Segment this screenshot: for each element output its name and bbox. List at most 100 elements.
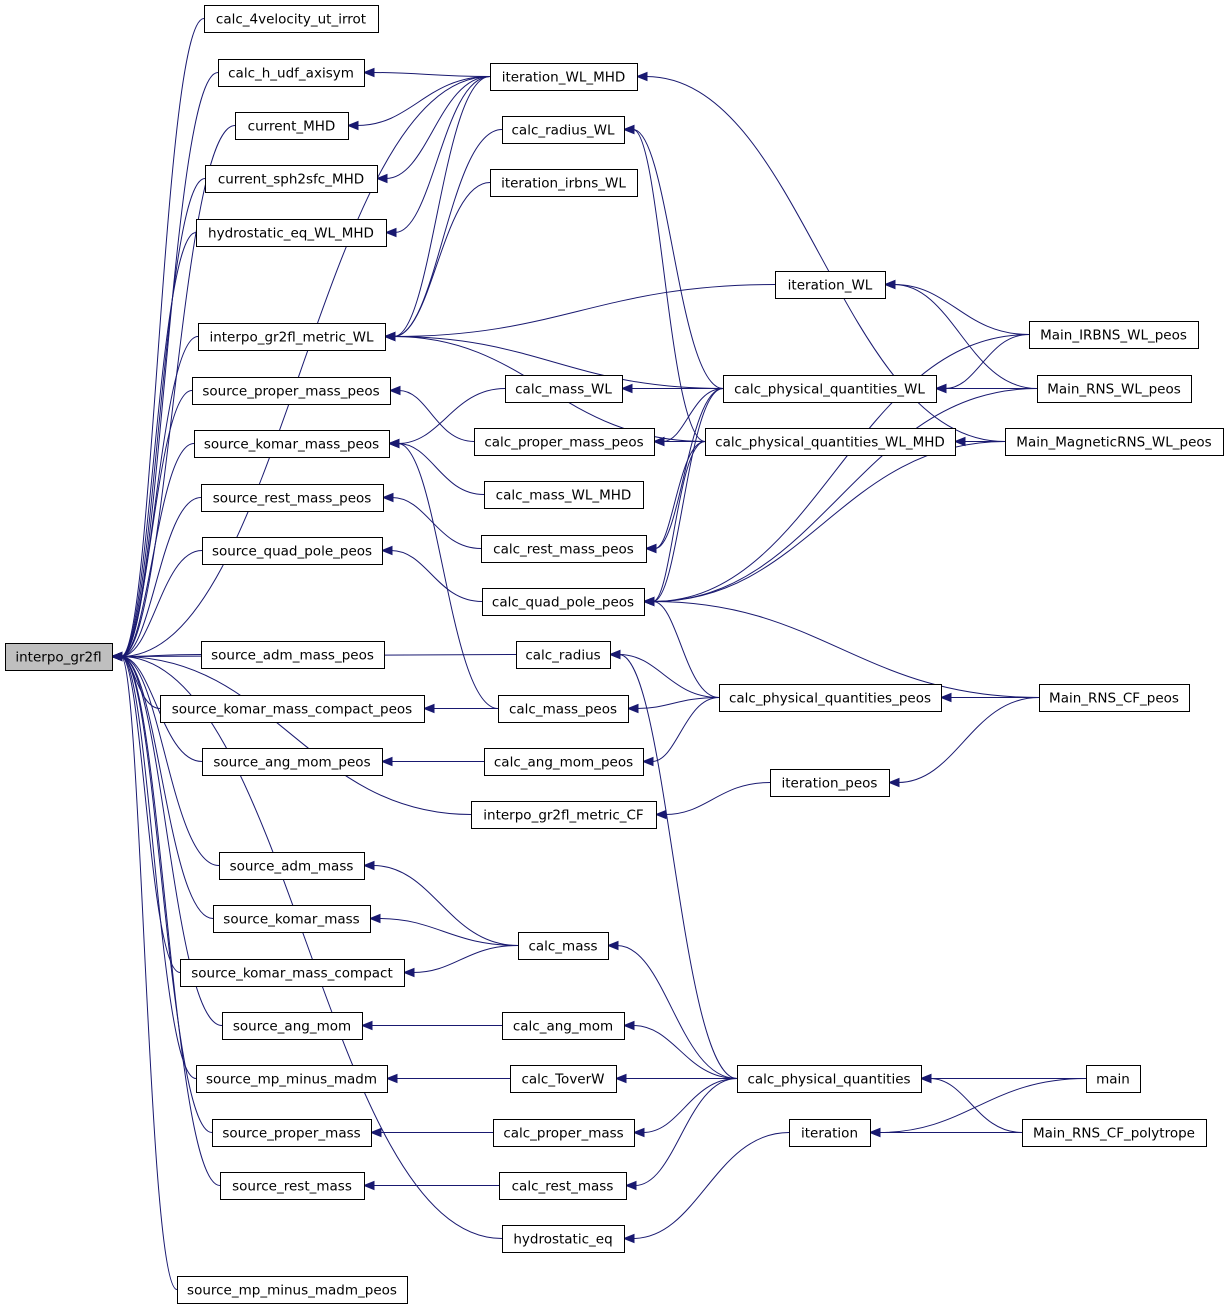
edge-iteration-wl-mhd-to-current-sph2sfc-mhd <box>375 76 491 184</box>
node-iteration-peos[interactable]: iteration_peos <box>770 769 890 797</box>
edge-calc-physical-quantities-to-calc-radius <box>608 649 738 1079</box>
node-label: calc_h_udf_axisym <box>228 66 354 82</box>
node-calc-ang-mom-peos[interactable]: calc_ang_mom_peos <box>484 748 644 776</box>
node-source-rest-mass-peos[interactable]: source_rest_mass_peos <box>201 484 384 512</box>
node-calc-radius-wl[interactable]: calc_radius_WL <box>502 116 625 144</box>
node-calc-4velocity-ut-irrot[interactable]: calc_4velocity_ut_irrot <box>204 5 379 33</box>
node-current-mhd[interactable]: current_MHD <box>235 112 349 140</box>
node-source-komar-mass-peos[interactable]: source_komar_mass_peos <box>194 430 390 458</box>
node-calc-mass-wl[interactable]: calc_mass_WL <box>505 375 623 403</box>
node-label: hydrostatic_eq <box>513 1232 612 1248</box>
edge-calc-physical-quantities-wl-to-calc-proper-mass-peos <box>652 388 724 447</box>
edge-calc-physical-quantities-to-calc-proper-mass <box>632 1078 738 1138</box>
node-main-magneticrns-wl-peos[interactable]: Main_MagneticRNS_WL_peos <box>1005 428 1224 456</box>
edge-iteration-wl-to-interpo-gr2fl-metric-wl <box>383 284 776 342</box>
edge-calc-ang-mom-peos-to-source-ang-mom-peos <box>380 756 484 767</box>
edge-calc-physical-quantities-wl-mhd-to-calc-rest-mass-peos <box>644 441 706 554</box>
node-source-rest-mass[interactable]: source_rest_mass <box>220 1172 365 1200</box>
node-label: Main_RNS_CF_polytrope <box>1033 1126 1195 1142</box>
node-interpo-gr2fl-metric-cf[interactable]: interpo_gr2fl_metric_CF <box>471 801 657 829</box>
node-interpo-gr2fl-metric-wl[interactable]: interpo_gr2fl_metric_WL <box>198 323 386 351</box>
edge-iteration-irbns-wl-to-interpo-gr2fl-metric-wl <box>383 182 491 342</box>
edge-calc-mass-peos-to-source-komar-mass-compact-peos <box>422 703 498 714</box>
node-source-komar-mass-compact-peos[interactable]: source_komar_mass_compact_peos <box>160 695 425 723</box>
edge-iteration-wl-mhd-to-calc-h-udf-axisym <box>362 67 491 78</box>
node-label: source_proper_mass_peos <box>202 384 379 400</box>
edge-calc-physical-quantities-peos-to-calc-ang-mom-peos <box>641 697 720 767</box>
edge-source-komar-mass-peos-to-interpo-gr2fl <box>110 443 195 662</box>
edge-main-rns-cf-peos-to-calc-quad-pole-peos <box>642 596 1040 698</box>
node-source-proper-mass-peos[interactable]: source_proper_mass_peos <box>192 377 391 405</box>
node-iteration-wl[interactable]: iteration_WL <box>775 271 886 299</box>
node-source-quad-pole-peos[interactable]: source_quad_pole_peos <box>202 537 383 565</box>
node-calc-physical-quantities-wl[interactable]: calc_physical_quantities_WL <box>723 375 937 403</box>
edge-calc-proper-mass-peos-to-source-proper-mass-peos <box>388 385 475 442</box>
node-calc-mass-peos[interactable]: calc_mass_peos <box>498 695 629 723</box>
node-calc-physical-quantities-wl-mhd[interactable]: calc_physical_quantities_WL_MHD <box>705 428 956 456</box>
node-main-irbns-wl-peos[interactable]: Main_IRBNS_WL_peos <box>1029 321 1199 349</box>
node-main-rns-cf-polytrope[interactable]: Main_RNS_CF_polytrope <box>1022 1119 1207 1147</box>
edge-hydrostatic-eq-to-interpo-gr2fl <box>110 651 503 1239</box>
node-calc-h-udf-axisym[interactable]: calc_h_udf_axisym <box>218 59 365 87</box>
node-calc-proper-mass[interactable]: calc_proper_mass <box>493 1119 635 1147</box>
node-label: Main_MagneticRNS_WL_peos <box>1016 435 1211 451</box>
edge-calc-physical-quantities-wl-to-calc-mass-wl <box>620 383 723 394</box>
node-source-ang-mom-peos[interactable]: source_ang_mom_peos <box>202 748 383 776</box>
node-label: source_rest_mass <box>232 1179 352 1195</box>
edge-calc-quad-pole-peos-to-source-quad-pole-peos <box>380 545 483 602</box>
node-label: calc_4velocity_ut_irrot <box>216 12 366 28</box>
node-label: interpo_gr2fl <box>15 650 101 666</box>
node-source-proper-mass[interactable]: source_proper_mass <box>212 1119 372 1147</box>
node-calc-quad-pole-peos[interactable]: calc_quad_pole_peos <box>482 588 645 616</box>
node-label: source_komar_mass <box>223 912 359 928</box>
node-label: Main_RNS_WL_peos <box>1047 382 1181 398</box>
node-calc-ang-mom[interactable]: calc_ang_mom <box>502 1012 625 1040</box>
edge-main-irbns-wl-peos-to-calc-physical-quantities-wl <box>934 334 1030 394</box>
edge-current-sph2sfc-mhd-to-interpo-gr2fl <box>110 178 206 662</box>
node-main-rns-cf-peos[interactable]: Main_RNS_CF_peos <box>1039 684 1190 712</box>
edge-calc-physical-quantities-peos-to-calc-quad-pole-peos <box>642 596 720 698</box>
node-hydrostatic-eq[interactable]: hydrostatic_eq <box>502 1225 625 1253</box>
node-calc-proper-mass-peos[interactable]: calc_proper_mass_peos <box>474 428 655 456</box>
node-calc-physical-quantities[interactable]: calc_physical_quantities <box>737 1065 922 1093</box>
node-source-mp-minus-madm-peos[interactable]: source_mp_minus_madm_peos <box>177 1276 408 1304</box>
node-calc-radius[interactable]: calc_radius <box>516 641 611 669</box>
node-label: source_ang_mom <box>233 1019 351 1035</box>
node-source-komar-mass-compact[interactable]: source_komar_mass_compact <box>180 959 405 987</box>
edge-main-rns-wl-peos-to-calc-physical-quantities-wl <box>934 383 1037 394</box>
node-source-adm-mass-peos[interactable]: source_adm_mass_peos <box>201 641 385 669</box>
edge-calc-physical-quantities-to-calc-rest-mass <box>624 1078 738 1191</box>
edge-main-irbns-wl-peos-to-iteration-wl <box>883 279 1030 335</box>
node-calc-rest-mass-peos[interactable]: calc_rest_mass_peos <box>481 535 647 563</box>
node-source-adm-mass[interactable]: source_adm_mass <box>219 852 365 880</box>
node-label: calc_physical_quantities_WL_MHD <box>715 435 945 451</box>
node-source-komar-mass[interactable]: source_komar_mass <box>213 905 371 933</box>
node-label: calc_radius <box>525 648 600 664</box>
node-hydrostatic-eq-wl-mhd[interactable]: hydrostatic_eq_WL_MHD <box>196 219 387 247</box>
node-calc-rest-mass[interactable]: calc_rest_mass <box>499 1172 627 1200</box>
node-label: calc_ToverW <box>521 1072 604 1088</box>
edge-calc-mass-to-source-adm-mass <box>362 860 519 946</box>
node-calc-mass[interactable]: calc_mass <box>518 932 609 960</box>
node-iteration[interactable]: iteration <box>789 1119 871 1147</box>
edge-calc-physical-quantities-wl-to-calc-radius-wl <box>622 124 724 389</box>
node-source-ang-mom[interactable]: source_ang_mom <box>222 1012 363 1040</box>
node-label: interpo_gr2fl_metric_CF <box>483 808 643 824</box>
node-main-rns-wl-peos[interactable]: Main_RNS_WL_peos <box>1037 375 1192 403</box>
edge-hydrostatic-eq-wl-mhd-to-interpo-gr2fl <box>110 232 197 662</box>
node-label: iteration_WL <box>788 278 873 294</box>
node-calc-mass-wl-mhd[interactable]: calc_mass_WL_MHD <box>484 481 644 509</box>
node-calc-toverw[interactable]: calc_ToverW <box>510 1065 617 1093</box>
node-iteration-wl-mhd[interactable]: iteration_WL_MHD <box>490 63 638 91</box>
node-calc-physical-quantities-peos[interactable]: calc_physical_quantities_peos <box>719 684 942 712</box>
node-source-mp-minus-madm[interactable]: source_mp_minus_madm <box>196 1065 388 1093</box>
edge-calc-rest-mass-peos-to-source-rest-mass-peos <box>381 492 482 549</box>
node-label: current_MHD <box>248 119 336 135</box>
node-current-sph2sfc-mhd[interactable]: current_sph2sfc_MHD <box>205 165 378 193</box>
node-label: source_proper_mass <box>222 1126 360 1142</box>
node-iteration-irbns-wl[interactable]: iteration_irbns_WL <box>490 169 638 197</box>
node-main[interactable]: main <box>1086 1065 1141 1093</box>
node-interpo-gr2fl[interactable]: interpo_gr2fl <box>5 643 113 671</box>
edge-calc-mass-wl-mhd-to-source-komar-mass-peos <box>387 438 485 495</box>
